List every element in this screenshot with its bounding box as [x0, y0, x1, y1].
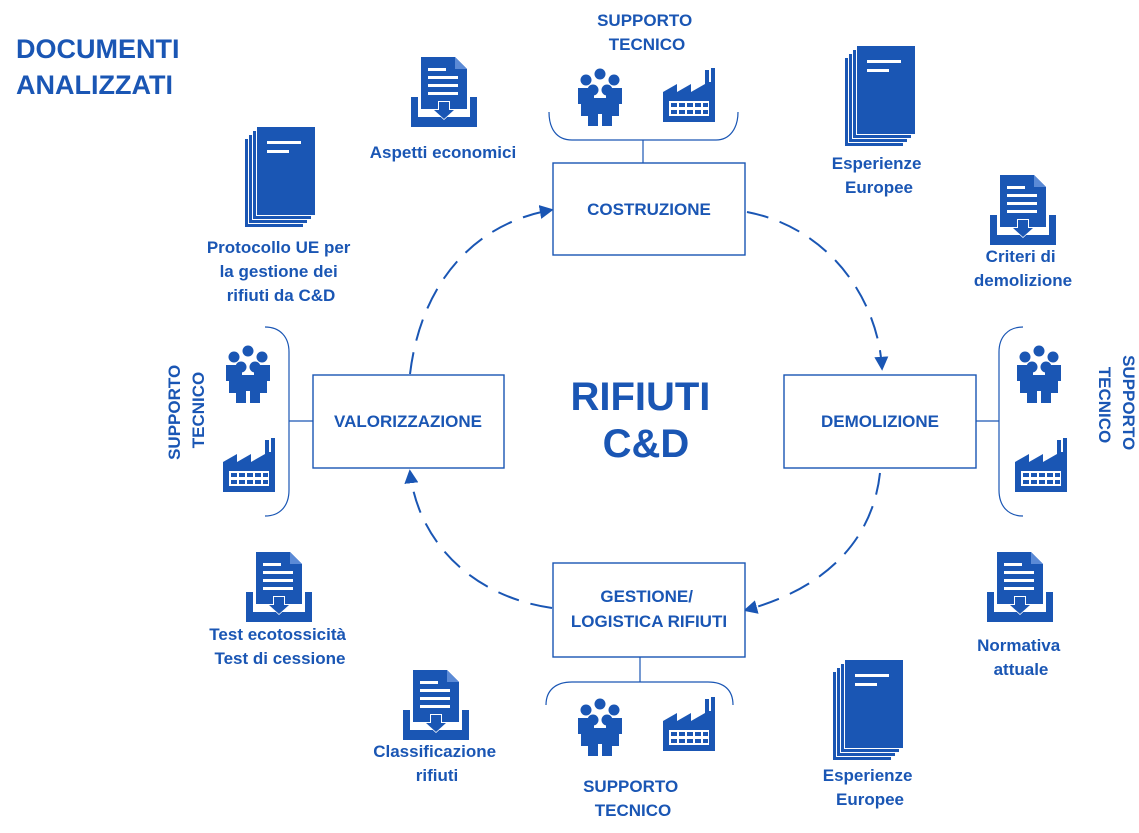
- svg-text:Classificazione rifiuti: Classificazione rifiuti: [373, 742, 501, 785]
- support-label: TECNICO: [609, 35, 686, 54]
- stage-label: LOGISTICA RIFIUTI: [571, 612, 727, 631]
- page-title-line: DOCUMENTI: [16, 34, 180, 64]
- svg-text:VALORIZZAZIONE: VALORIZZAZIONE: [334, 412, 482, 431]
- support-label: SUPPORTO: [597, 11, 692, 30]
- people-group-icon: [1017, 345, 1061, 403]
- people-group-icon: [226, 345, 270, 403]
- center-label-line: RIFIUTI: [570, 375, 710, 419]
- doc-normativa-attuale: Normativa attuale: [977, 552, 1065, 679]
- doc-criteri-demolizione: Criteri di demolizione: [974, 175, 1072, 290]
- svg-text:GESTIONE/ LOGISTICA RIFI: GESTIONE/ LOGISTICA RIFIUTI: [571, 587, 727, 631]
- stage-demolizione: DEMOLIZIONE: [783, 374, 977, 469]
- doc-label: Esperienze: [832, 154, 922, 173]
- stage-label: GESTIONE/: [600, 587, 693, 606]
- svg-text:SUPPORTO TECNICO: SUPPORTO TECNICO: [597, 11, 697, 54]
- doc-aspetti-economici: Aspetti economici: [370, 57, 516, 162]
- factory-icon: [663, 68, 715, 122]
- doc-label: Classificazione: [373, 742, 496, 761]
- document-tray-icon: [411, 57, 477, 127]
- stage-label: VALORIZZAZIONE: [334, 412, 482, 431]
- doc-label: attuale: [994, 660, 1049, 679]
- cycle-arrow-valorizzazione-costruzione: [409, 205, 554, 375]
- doc-label: rifiuti: [416, 766, 459, 785]
- doc-label: demolizione: [974, 271, 1072, 290]
- center-label-line: C&D: [603, 422, 690, 466]
- doc-label: Europee: [836, 790, 904, 809]
- svg-text:Esperienze Europee: Esperienze Europee: [823, 766, 918, 809]
- svg-text:COSTRUZIONE: COSTRUZIONE: [587, 200, 711, 219]
- support-group-right: SUPPORTO TECNICO: [976, 326, 1138, 517]
- book-stack-icon: [245, 127, 315, 227]
- doc-label: Criteri di: [986, 247, 1056, 266]
- people-group-icon: [578, 68, 622, 126]
- svg-text:Aspetti economici: Aspetti economici: [370, 143, 516, 162]
- svg-text:Test ecotossicità Test d: Test ecotossicità Test di cessione: [209, 625, 350, 668]
- doc-label: Normativa: [977, 636, 1061, 655]
- support-label: SUPPORTO: [1119, 355, 1138, 450]
- svg-text:SUPPORTO TECNICO: SUPPORTO TECNICO: [165, 360, 208, 460]
- book-stack-icon: [845, 46, 915, 146]
- svg-text:DEMOLIZIONE: DEMOLIZIONE: [821, 412, 939, 431]
- stage-label: DEMOLIZIONE: [821, 412, 939, 431]
- support-label: SUPPORTO: [165, 365, 184, 460]
- doc-label: Aspetti economici: [370, 143, 516, 162]
- svg-text:SUPPORTO TECNICO: SUPPORTO TECNICO: [583, 777, 683, 820]
- document-tray-icon: [990, 175, 1056, 245]
- support-label: TECNICO: [595, 801, 672, 820]
- stage-label: COSTRUZIONE: [587, 200, 711, 219]
- doc-label: Esperienze: [823, 766, 913, 785]
- cycle-arrow-gestione-valorizzazione: [404, 469, 553, 609]
- stage-costruzione: COSTRUZIONE: [552, 162, 746, 256]
- svg-text:Normativa attuale: Normativa attuale: [977, 636, 1065, 679]
- doc-test-ecotossicita: Test ecotossicità Test di cessione: [209, 552, 350, 668]
- people-group-icon: [578, 698, 622, 756]
- center-label: RIFIUTI C&D: [570, 375, 721, 466]
- doc-label: Protocollo UE per: [207, 238, 351, 257]
- factory-icon: [663, 697, 715, 751]
- doc-classificazione-rifiuti: Classificazione rifiuti: [373, 670, 501, 785]
- cycle-arrow-costruzione-demolizione: [746, 211, 889, 371]
- book-stack-icon: [833, 660, 903, 760]
- doc-protocollo-ue: Protocollo UE per la gestione dei rifiut…: [207, 127, 355, 305]
- svg-text:Criteri di demolizione: Criteri di demolizione: [974, 247, 1072, 290]
- doc-esperienze-europee-top: Esperienze Europee: [832, 46, 927, 197]
- stage-valorizzazione: VALORIZZAZIONE: [312, 374, 505, 469]
- doc-label: Test ecotossicità: [209, 625, 346, 644]
- factory-icon: [1015, 438, 1067, 492]
- page-title: DOCUMENTI ANALIZZATI: [16, 34, 187, 100]
- doc-label: rifiuti da C&D: [227, 286, 336, 305]
- svg-text:SUPPORTO TECNICO: SUPPORTO TECNICO: [1095, 355, 1138, 455]
- cycle-arrow-demolizione-gestione: [743, 472, 881, 614]
- page-title-line: ANALIZZATI: [16, 70, 173, 100]
- doc-label: Europee: [845, 178, 913, 197]
- support-label: TECNICO: [189, 372, 208, 449]
- doc-esperienze-europee-bottom: Esperienze Europee: [823, 660, 918, 809]
- support-group-bottom: SUPPORTO TECNICO: [545, 657, 734, 820]
- document-tray-icon: [246, 552, 312, 622]
- svg-text:Protocollo UE per la ges: Protocollo UE per la gestione dei rifiut…: [207, 238, 355, 305]
- svg-text:Esperienze Europee: Esperienze Europee: [832, 154, 927, 197]
- document-tray-icon: [987, 552, 1053, 622]
- factory-icon: [223, 438, 275, 492]
- support-group-top: SUPPORTO TECNICO: [548, 11, 739, 163]
- support-group-left: SUPPORTO TECNICO: [165, 326, 313, 517]
- doc-label: Test di cessione: [214, 649, 345, 668]
- stage-gestione: GESTIONE/ LOGISTICA RIFIUTI: [552, 562, 746, 658]
- doc-label: la gestione dei: [220, 262, 338, 281]
- document-tray-icon: [403, 670, 469, 740]
- support-label: SUPPORTO: [583, 777, 678, 796]
- support-label: TECNICO: [1095, 367, 1114, 444]
